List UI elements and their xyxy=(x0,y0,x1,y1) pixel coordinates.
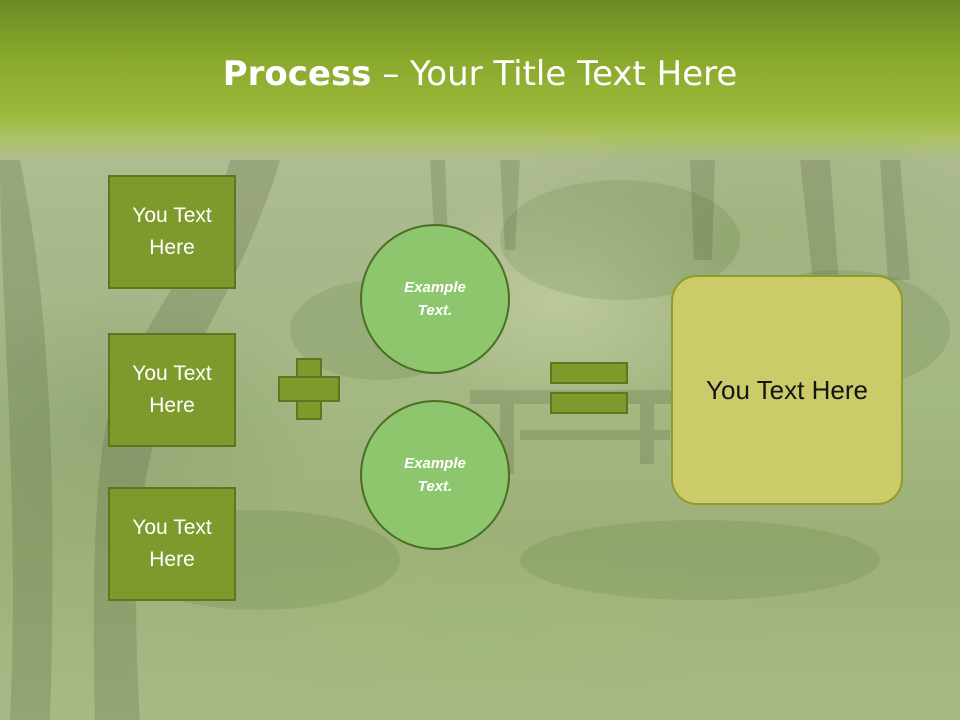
equals-top-bar xyxy=(550,362,628,384)
input-box-2: You Text Here xyxy=(108,333,236,447)
title-rest-part: – Your Title Text Here xyxy=(371,54,738,94)
example-circle-1: Example Text. xyxy=(360,224,510,374)
example-circle-2: Example Text. xyxy=(360,400,510,550)
result-box: You Text Here xyxy=(671,275,903,505)
input-box-1-label: You Text Here xyxy=(132,204,212,259)
input-box-2-label: You Text Here xyxy=(132,362,212,417)
title-band xyxy=(0,0,960,160)
result-box-label: You Text Here xyxy=(706,374,868,405)
input-box-3-label: You Text Here xyxy=(132,516,212,571)
equals-bottom-bar xyxy=(550,392,628,414)
example-circle-1-label: Example Text. xyxy=(404,279,466,319)
slide-title: Process – Your Title Text Here xyxy=(0,52,960,96)
title-bold-part: Process xyxy=(222,54,372,94)
input-box-1: You Text Here xyxy=(108,175,236,289)
example-circle-2-label: Example Text. xyxy=(404,455,466,495)
plus-center xyxy=(298,378,320,400)
input-box-3: You Text Here xyxy=(108,487,236,601)
